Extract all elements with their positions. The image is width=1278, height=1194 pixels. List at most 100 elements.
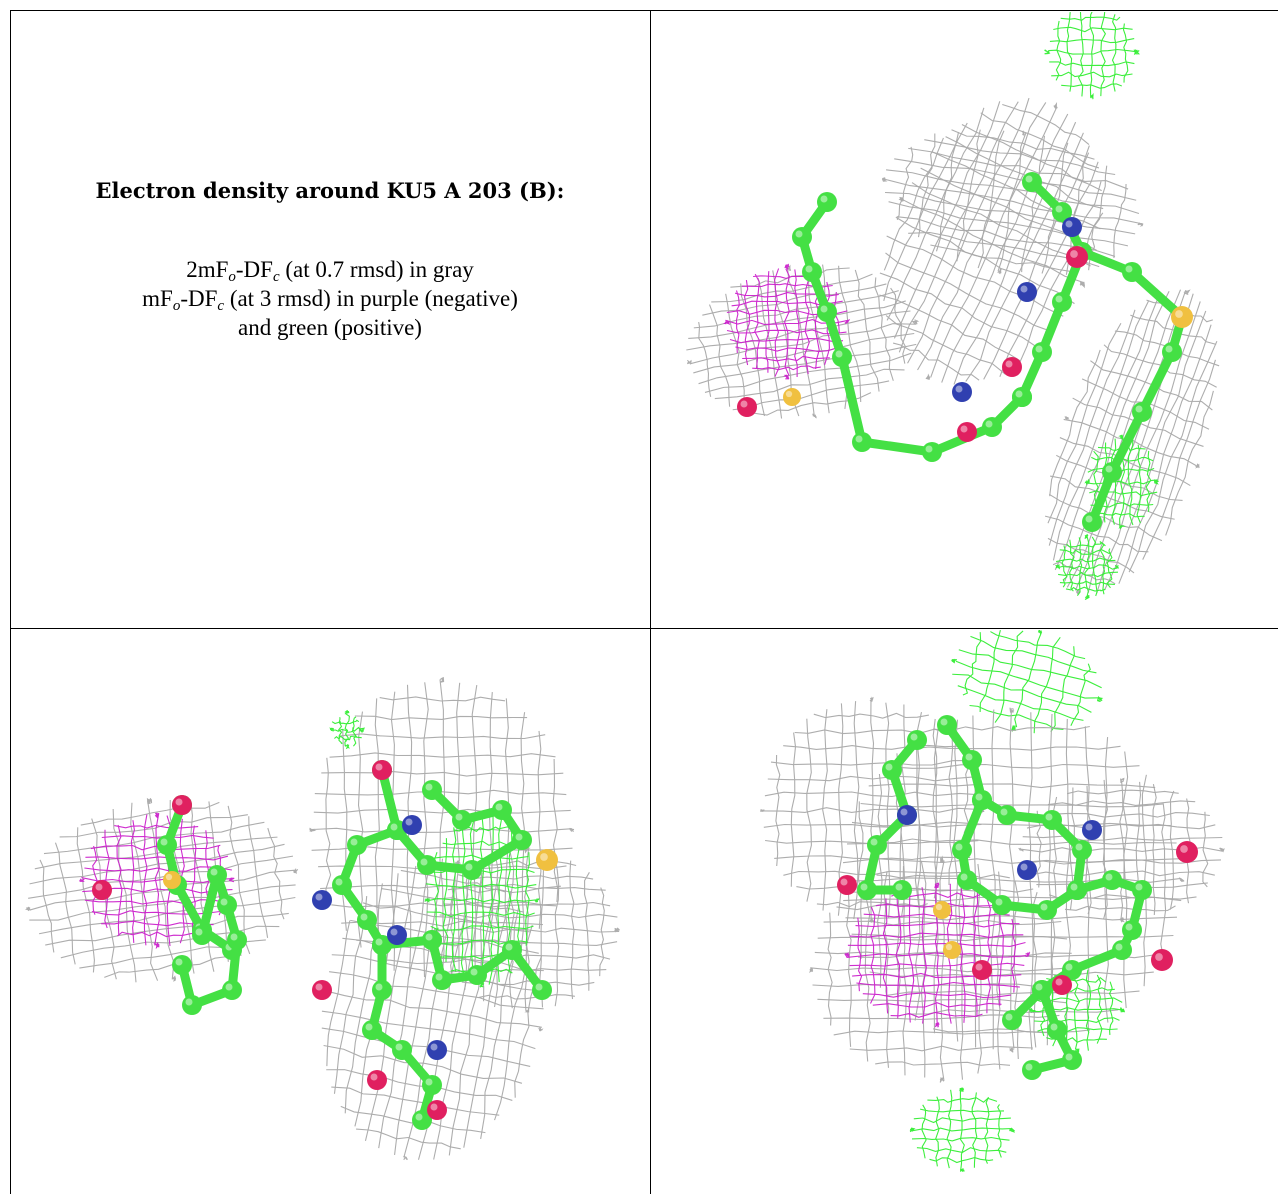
carbon-atom [432, 970, 452, 990]
table-border-middle [10, 628, 1278, 629]
nitrogen-atom [427, 1040, 447, 1060]
carbon-atom [422, 1075, 442, 1095]
carbon-atom [957, 870, 977, 890]
oxygen-atom [1002, 357, 1022, 377]
bond [857, 437, 937, 457]
oxygen-atom [92, 880, 112, 900]
caption-title: Electron density around KU5 A 203 (B): [95, 178, 565, 203]
negative-density-mesh [723, 263, 851, 380]
carbon-atom [992, 895, 1012, 915]
carbon-atom [882, 760, 902, 780]
bond [377, 765, 402, 835]
carbon-atom [937, 715, 957, 735]
carbon-atom [802, 262, 822, 282]
caption-line1-sub1: o [228, 269, 236, 286]
carbon-atom [207, 865, 227, 885]
carbon-atom [817, 302, 837, 322]
carbon-atom [1022, 1060, 1042, 1080]
carbon-atom [1122, 262, 1142, 282]
carbon-atom [392, 1040, 412, 1060]
sulfur-atom [536, 849, 558, 871]
carbon-atom [357, 910, 377, 930]
caption-line1-sub2: c [272, 269, 280, 286]
carbon-atom [1052, 292, 1072, 312]
nitrogen-atom [387, 925, 407, 945]
caption-line1-post: (at 0.7 rmsd) in gray [279, 257, 474, 283]
carbon-atom [1112, 940, 1132, 960]
nitrogen-atom [1017, 860, 1037, 880]
carbon-atom [972, 790, 992, 810]
density-panel-bottom-left [12, 630, 648, 1194]
oxygen-atom [1176, 841, 1198, 863]
density-mesh-gray [25, 797, 299, 983]
density-mesh-gray [881, 129, 1144, 275]
carbon-atom [467, 965, 487, 985]
carbon-atom [1062, 1050, 1082, 1070]
positive-density-mesh [950, 630, 1104, 734]
caption: Electron density around KU5 A 203 (B): 2… [10, 178, 650, 342]
table-border-top [10, 10, 1278, 11]
density-view-3 [759, 630, 1225, 1172]
carbon-atom [222, 980, 242, 1000]
caption-body: 2mFo-DFc (at 0.7 rmsd) in gray mFo-DFc (… [10, 255, 650, 342]
caption-line2-post: (at 3 rmsd) in purple (negative) [224, 286, 518, 312]
carbon-atom [1022, 172, 1042, 192]
oxygen-atom [1052, 975, 1072, 995]
density-panel-top-right [652, 12, 1278, 626]
carbon-atom [227, 930, 247, 950]
sulfur-atom [1171, 306, 1193, 328]
oxygen-atom [957, 422, 977, 442]
carbon-atom [982, 417, 1002, 437]
carbon-atom [792, 227, 812, 247]
density-mesh-gray [879, 97, 1104, 385]
carbon-atom [1082, 512, 1102, 532]
nitrogen-atom [312, 890, 332, 910]
caption-line2-mid: -DF [180, 286, 218, 312]
positive-density-mesh [909, 1087, 1016, 1172]
carbon-atom [422, 780, 442, 800]
oxygen-atom [172, 795, 192, 815]
sulfur-atom [933, 901, 951, 919]
sulfur-atom [943, 941, 961, 959]
carbon-atom [512, 830, 532, 850]
carbon-atom [892, 880, 912, 900]
carbon-atom [1002, 1010, 1022, 1030]
density-mesh-gray [686, 264, 920, 419]
table-border-center [650, 10, 651, 1194]
sulfur-atom [163, 871, 181, 889]
oxygen-atom [1151, 949, 1173, 971]
carbon-atom [502, 940, 522, 960]
oxygen-atom [427, 1100, 447, 1120]
carbon-atom [362, 1020, 382, 1040]
nitrogen-atom [1017, 282, 1037, 302]
carbon-atom [452, 810, 472, 830]
bond [197, 870, 222, 940]
bond [1127, 267, 1187, 322]
carbon-atom [1037, 900, 1057, 920]
caption-line2-sub1: o [172, 298, 181, 315]
carbon-atom [347, 835, 367, 855]
carbon-atom [332, 875, 352, 895]
carbon-atom [1132, 402, 1152, 422]
nitrogen-atom [952, 382, 972, 402]
carbon-atom [1042, 810, 1062, 830]
carbon-atom [372, 935, 392, 955]
oxygen-atom [367, 1070, 387, 1090]
caption-line2-sub2: c [217, 298, 225, 315]
carbon-atom [192, 925, 212, 945]
caption-line1-mid: -DF [235, 257, 273, 283]
carbon-atom [1062, 960, 1082, 980]
carbon-atom [1047, 1020, 1067, 1040]
carbon-atom [1162, 342, 1182, 362]
carbon-atom [907, 730, 927, 750]
caption-line1-pre: 2mF [186, 257, 229, 283]
density-panel-bottom-right [652, 630, 1278, 1194]
carbon-atom [1032, 980, 1052, 1000]
carbon-atom [1067, 880, 1087, 900]
carbon-atom [1032, 342, 1052, 362]
oxygen-atom [372, 760, 392, 780]
density-view-1 [686, 12, 1220, 600]
carbon-atom [172, 955, 192, 975]
carbon-atom [832, 347, 852, 367]
